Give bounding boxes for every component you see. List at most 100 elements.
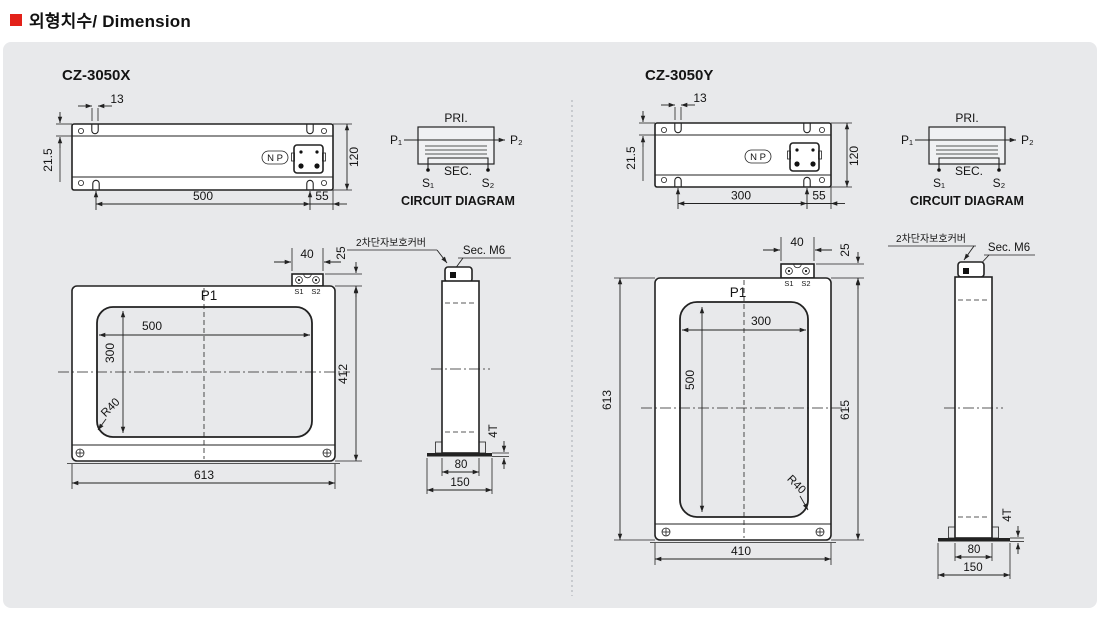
dim-80: 80: [441, 458, 480, 476]
svg-text:13: 13: [110, 92, 124, 106]
terminal-bolts: [785, 263, 810, 275]
secondary-terminal-block: [291, 273, 324, 287]
dim-25: 25: [325, 246, 362, 297]
mounting-slot: [91, 124, 99, 135]
s1-tag: S1: [294, 287, 303, 296]
dim-300: 300: [675, 187, 832, 209]
svg-text:40: 40: [300, 247, 314, 261]
svg-text:4T: 4T: [488, 424, 500, 437]
dim-150: 150: [937, 543, 1011, 579]
svg-text:615: 615: [838, 400, 852, 420]
dim-40: 40: [763, 235, 832, 261]
cz3050y-top-view: N P 13 21.5: [624, 91, 861, 209]
svg-text:300: 300: [751, 314, 771, 328]
m6-bolt: [450, 272, 456, 278]
dim-120: 120: [333, 123, 361, 191]
dim-overall-left: 613: [600, 277, 655, 541]
dim-40: 40: [274, 247, 341, 271]
section-title: 외형치수/ Dimension: [29, 12, 191, 31]
terminal-cover-cap: [957, 261, 985, 278]
pri-label: PRI.: [955, 111, 978, 125]
screw-icon: [75, 448, 332, 458]
mounting-slot: [674, 176, 682, 187]
cz3050y-side-view: 2차단자보호커버 Sec. M6 4T 8: [888, 233, 1035, 579]
cz3050y-circuit-diagram: PRI. P₁ P₂ SEC. S₁ S₂ CIRCUIT DIAGRAM: [901, 111, 1034, 208]
mounting-slot: [803, 123, 811, 134]
svg-text:21.5: 21.5: [624, 146, 638, 170]
p2-label: P₂: [1021, 133, 1034, 147]
svg-text:4T: 4T: [1002, 508, 1014, 521]
dim-21-5: 21.5: [41, 112, 72, 182]
np-label-frame: [744, 149, 772, 164]
s1-label: S₁: [933, 176, 945, 190]
dim-overall-width: 613: [71, 464, 336, 489]
dim-window-width: 500: [99, 319, 310, 338]
dim-120: 120: [831, 122, 861, 188]
dim-25: 25: [816, 243, 864, 289]
s2-label: S₂: [482, 176, 495, 190]
svg-text:80: 80: [968, 544, 981, 556]
svg-text:300: 300: [103, 343, 117, 363]
dim-55: 55: [807, 189, 845, 206]
screw-icon: [661, 127, 826, 183]
svg-text:13: 13: [693, 91, 707, 105]
sec-label: SEC.: [444, 164, 472, 178]
section-header: 외형치수/ Dimension: [10, 7, 191, 32]
np-label: N P: [750, 152, 766, 163]
sec-m6-callout: Sec. M6: [988, 242, 1030, 254]
dim-80: 80: [954, 543, 993, 561]
circuit-caption: CIRCUIT DIAGRAM: [910, 194, 1024, 208]
cover-callout: 2차단자보호커버: [356, 237, 426, 249]
pri-label: PRI.: [444, 111, 467, 125]
model-title-right: CZ-3050Y: [645, 67, 713, 84]
s1-label: S₁: [422, 176, 434, 190]
dim-13: 13: [661, 91, 707, 120]
dim-window-height: 300: [103, 311, 126, 433]
base-flange: [427, 453, 492, 457]
mounting-slot: [674, 123, 682, 134]
dim-55: 55: [310, 189, 347, 207]
m6-bolt: [963, 268, 969, 274]
s1-tag: S1: [784, 279, 793, 288]
svg-text:300: 300: [731, 189, 751, 203]
sec-label: SEC.: [955, 164, 983, 178]
p1-tag: P1: [730, 285, 747, 300]
terminal-cover-cap: [444, 266, 473, 283]
svg-text:500: 500: [193, 189, 213, 203]
p1-label: P₁: [901, 133, 913, 147]
cover-callout: 2차단자보호커버: [896, 233, 966, 245]
svg-text:613: 613: [600, 390, 614, 410]
cz3050x-circuit-diagram: PRI. P₁ P₂ SEC. S₁ S₂ CIRCUIT DIAGRAM: [390, 111, 523, 208]
p1-label: P₁: [390, 133, 402, 147]
svg-text:21.5: 21.5: [41, 148, 55, 172]
s2-tag: S2: [311, 287, 320, 296]
mounting-slot: [306, 124, 314, 135]
dim-13: 13: [78, 92, 124, 121]
mounting-slot: [803, 176, 811, 187]
circuit-caption: CIRCUIT DIAGRAM: [401, 194, 515, 208]
s2-label: S₂: [993, 176, 1006, 190]
svg-text:25: 25: [838, 243, 852, 257]
dim-overall-right: 615: [831, 277, 864, 541]
svg-text:120: 120: [847, 146, 861, 166]
dim-21-5: 21.5: [624, 111, 655, 181]
dim-window-height: 500: [683, 307, 705, 512]
dim-4t: 4T: [1002, 508, 1024, 554]
svg-text:150: 150: [963, 562, 982, 574]
cz3050x-front-view: S1 S2 P1 500 300 R40 40: [58, 246, 362, 489]
dim-500: 500: [93, 189, 334, 210]
screw-icon: [661, 527, 825, 537]
dim-overall-width: 410: [654, 543, 832, 565]
svg-text:25: 25: [334, 246, 348, 260]
model-title-left: CZ-3050X: [62, 67, 130, 84]
svg-text:500: 500: [142, 319, 162, 333]
cz3050x-side-view: 2차단자보호커버 Sec. M6 4T 8: [347, 237, 511, 494]
p1-tag: P1: [201, 288, 218, 303]
svg-text:120: 120: [347, 147, 361, 167]
np-label-frame: [261, 150, 289, 165]
base-flange: [938, 538, 1010, 542]
s2-tag: S2: [801, 279, 810, 288]
p2-label: P₂: [510, 133, 523, 147]
